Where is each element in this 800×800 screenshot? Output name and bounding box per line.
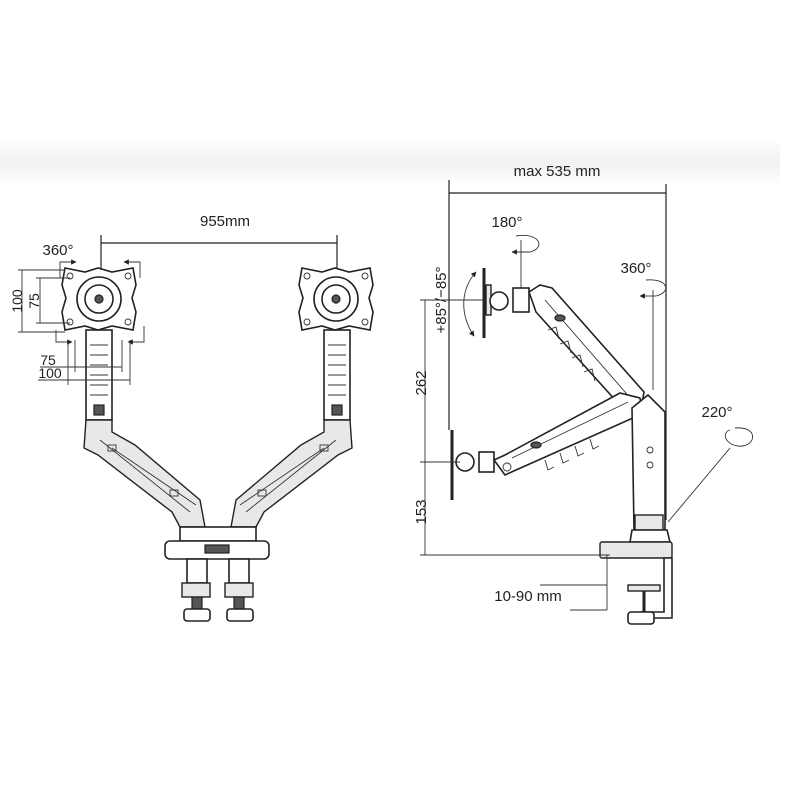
desk-plate bbox=[599, 541, 673, 559]
clamp-range-dimension bbox=[540, 555, 608, 611]
left-arm-segment bbox=[83, 419, 206, 528]
base-rotation-label: 220° bbox=[701, 404, 732, 421]
base-rotation-arrow-icon bbox=[667, 427, 753, 523]
vesa-vertical-outer-label: 100 bbox=[9, 289, 25, 313]
tilt-arrow-icon bbox=[463, 271, 477, 337]
upper-height-label: 262 bbox=[413, 370, 430, 395]
right-arm bbox=[230, 267, 374, 528]
lower-monitor-mount bbox=[450, 392, 643, 500]
side-view: max 535 mm 180° +85°/−85° bbox=[413, 163, 753, 625]
lower-height-label: 153 bbox=[413, 499, 430, 524]
swivel-label: 180° bbox=[491, 214, 522, 231]
arm-rotation-arrow-icon bbox=[639, 279, 667, 390]
vesa-vertical-inner-label: 75 bbox=[26, 293, 42, 309]
left-arm bbox=[55, 259, 206, 528]
right-vesa-plate bbox=[298, 267, 374, 331]
width-label: 955mm bbox=[200, 213, 250, 230]
reach-dimension-line bbox=[448, 180, 667, 520]
clamp-knob bbox=[627, 611, 655, 625]
height-dimensions bbox=[420, 299, 610, 556]
vesa-horizontal-outer-label: 100 bbox=[38, 365, 62, 381]
lower-arm bbox=[492, 392, 643, 476]
swivel-arrow-icon bbox=[511, 234, 540, 288]
front-base bbox=[164, 526, 270, 622]
max-reach-label: max 535 mm bbox=[514, 163, 601, 180]
clamp-range-label: 10-90 mm bbox=[494, 588, 562, 605]
front-view: 955mm 360° bbox=[9, 213, 374, 622]
background-band bbox=[0, 140, 780, 185]
right-arm-segment bbox=[230, 419, 353, 528]
left-vesa-plate bbox=[61, 267, 137, 331]
vesa-dimensions bbox=[18, 269, 131, 385]
plate-rotation-label: 360° bbox=[42, 242, 73, 259]
vesa-horizontal-inner-label: 75 bbox=[40, 352, 56, 368]
arm-rotation-label: 360° bbox=[620, 260, 651, 277]
side-post bbox=[599, 393, 673, 625]
plate-rotation-arrows-icon bbox=[55, 259, 145, 345]
